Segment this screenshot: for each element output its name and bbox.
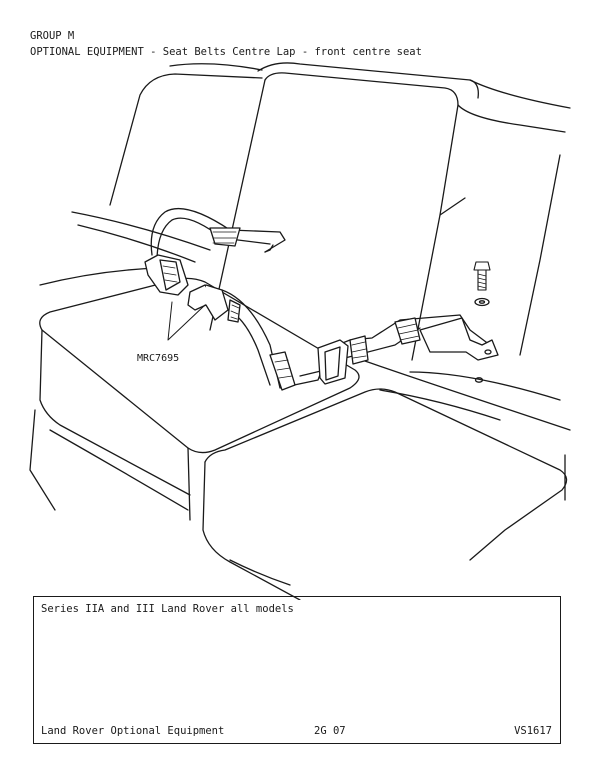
page-header: GROUP M OPTIONAL EQUIPMENT - Seat Belts … [30,28,422,60]
group-label: GROUP M [30,30,75,42]
seat-belt-illustration [29,62,571,600]
applicability-box: Series IIA and III Land Rover all models… [33,596,561,744]
part-callout: MRC7695 [137,353,180,364]
seat-back-centre [264,72,459,361]
reference-code: VS1617 [514,725,552,737]
washer [474,297,490,307]
anchor-plate [419,317,499,361]
seat-back-left [109,73,263,206]
bolt [473,261,491,291]
seat-cushion-right [204,388,568,561]
applies-to: Series IIA and III Land Rover all models [41,603,294,615]
seat-back-right [457,104,566,133]
belt-strap-main [221,289,491,389]
page-number: 2G 07 [314,725,346,737]
callout-leader [167,301,206,341]
page-title: OPTIONAL EQUIPMENT - Seat Belts Centre L… [30,46,422,58]
seat-cushion-left [39,277,360,454]
section-name: Land Rover Optional Equipment [41,725,225,737]
